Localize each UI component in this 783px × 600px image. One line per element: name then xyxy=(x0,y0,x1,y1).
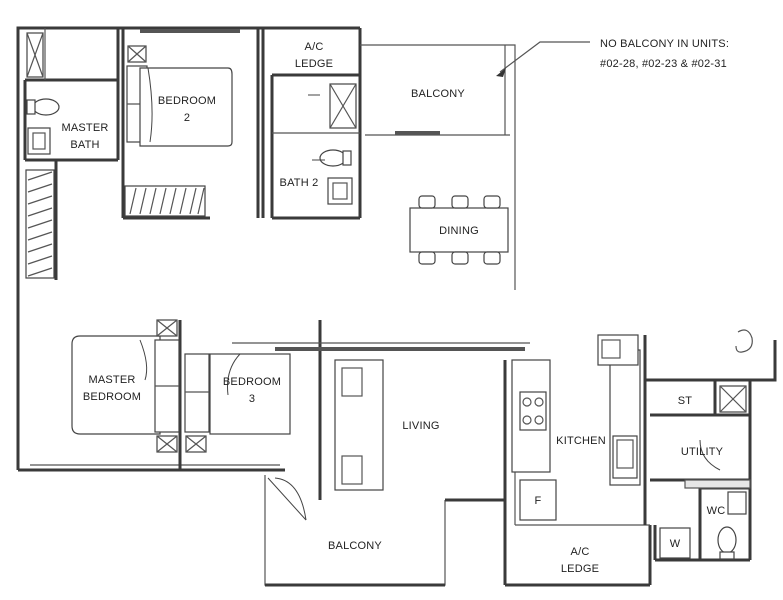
label-ac-ledge-bottom-1: A/C xyxy=(571,546,590,558)
note-line-2: #02-28, #02-23 & #02-31 xyxy=(600,58,727,70)
label-balcony-top: BALCONY xyxy=(411,88,465,100)
label-master-bedroom-1: MASTER xyxy=(88,374,135,386)
label-bedroom2-1: BEDROOM xyxy=(158,95,216,107)
label-fridge: F xyxy=(535,495,542,507)
glazing xyxy=(140,29,530,351)
fixtures xyxy=(25,32,753,560)
label-kitchen: KITCHEN xyxy=(556,435,606,447)
label-ac-ledge-top-2: LEDGE xyxy=(295,58,333,70)
room-labels: MASTER BATH BEDROOM 2 A/C LEDGE BALCONY … xyxy=(61,41,725,575)
label-master-bath-1: MASTER xyxy=(61,122,108,134)
label-washer: W xyxy=(670,538,681,550)
label-utility: UTILITY xyxy=(681,446,724,458)
label-ac-ledge-bottom-2: LEDGE xyxy=(561,563,599,575)
label-st: ST xyxy=(678,395,693,407)
note-line-1: NO BALCONY IN UNITS: xyxy=(600,38,729,50)
label-wc: WC xyxy=(707,505,726,517)
label-living: LIVING xyxy=(402,420,439,432)
label-bath2: BATH 2 xyxy=(280,177,319,189)
balcony-note: NO BALCONY IN UNITS: #02-28, #02-23 & #0… xyxy=(600,38,729,70)
label-bedroom3-1: BEDROOM xyxy=(223,376,281,388)
label-dining: DINING xyxy=(439,225,479,237)
note-leader xyxy=(496,41,590,77)
label-bedroom2-2: 2 xyxy=(184,112,190,124)
doors xyxy=(139,67,721,521)
label-balcony-bottom: BALCONY xyxy=(328,540,382,552)
label-bedroom3-2: 3 xyxy=(249,393,255,405)
label-ac-ledge-top-1: A/C xyxy=(305,41,324,53)
label-master-bath-2: BATH xyxy=(70,139,99,151)
label-master-bedroom-2: BEDROOM xyxy=(83,391,141,403)
